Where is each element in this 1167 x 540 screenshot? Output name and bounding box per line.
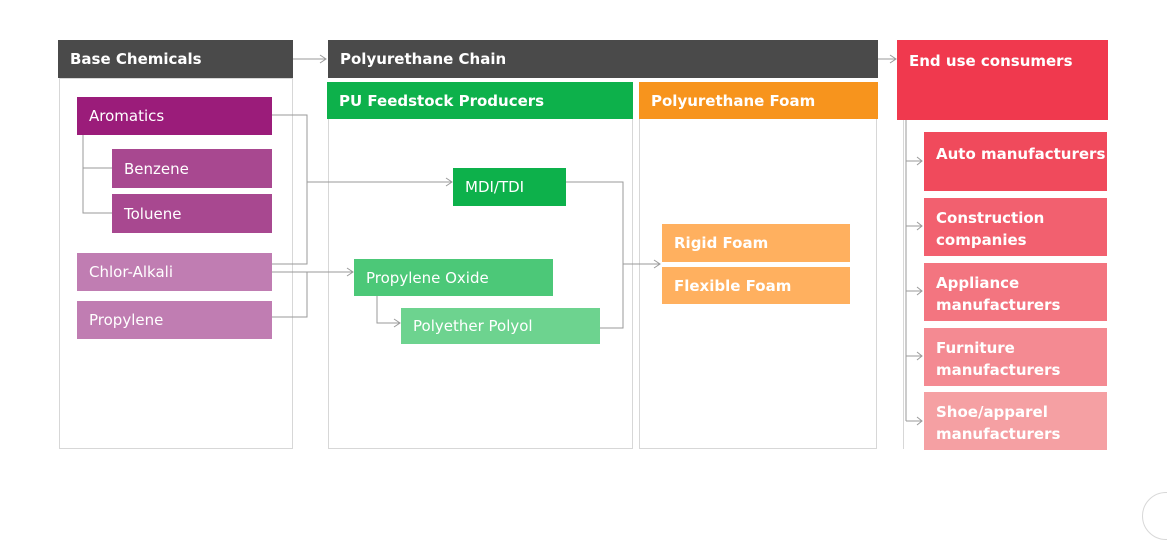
node-rigid-foam: Rigid Foam: [662, 224, 850, 262]
node-chlor-alkali: Chlor-Alkali: [77, 253, 272, 291]
base-chemicals-header: Base Chemicals: [58, 40, 293, 78]
node-mdi-tdi: MDI/TDI: [453, 168, 566, 206]
corner-circle-widget[interactable]: [1142, 492, 1167, 540]
consumer-construction-label: Construction companies: [936, 209, 1045, 249]
consumer-appliance-label: Appliance manufacturers: [936, 274, 1061, 314]
node-polyether-polyol: Polyether Polyol: [401, 308, 600, 344]
node-propylene-oxide: Propylene Oxide: [354, 259, 553, 296]
consumer-appliance: Appliance manufacturers: [924, 263, 1107, 321]
consumer-furniture: Furniture manufacturers: [924, 328, 1107, 386]
polyurethane-foam-header: Polyurethane Foam: [639, 82, 878, 119]
node-benzene: Benzene: [112, 149, 272, 188]
node-propylene: Propylene: [77, 301, 272, 339]
consumer-furniture-label: Furniture manufacturers: [936, 339, 1061, 379]
consumer-shoe-apparel-label: Shoe/apparel manufacturers: [936, 403, 1061, 443]
node-toluene: Toluene: [112, 194, 272, 233]
pu-feedstock-header: PU Feedstock Producers: [327, 82, 633, 119]
node-aromatics: Aromatics: [77, 97, 272, 135]
consumer-shoe-apparel: Shoe/apparel manufacturers: [924, 392, 1107, 450]
polyurethane-chain-header: Polyurethane Chain: [328, 40, 878, 78]
consumer-auto: Auto manufacturers: [924, 132, 1107, 191]
node-flexible-foam: Flexible Foam: [662, 267, 850, 304]
consumer-construction: Construction companies: [924, 198, 1107, 256]
consumers-panel: [903, 118, 904, 449]
end-use-consumers-header: End use consumers: [897, 40, 1108, 120]
